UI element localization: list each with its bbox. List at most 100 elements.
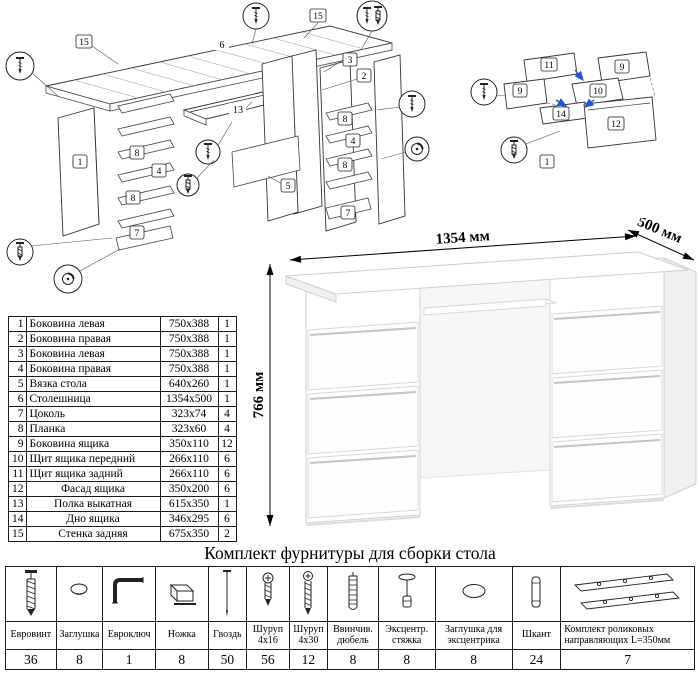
hardware-icons-row: [5, 566, 695, 622]
hardware-qty: 8: [327, 649, 379, 670]
hardware-icon-cell: [207, 566, 248, 622]
part-number: 12: [8, 481, 27, 497]
part-size: 640x260: [159, 376, 219, 392]
hardware-qty: 7: [560, 649, 695, 670]
hardware-name: Шкант: [511, 621, 562, 650]
wood-dowel-icon: [531, 576, 541, 608]
drawer-slides-icon: [573, 573, 680, 610]
hardware-icon-cell: [327, 566, 379, 622]
part-name: Боковина правая: [25, 331, 161, 347]
part-number: 1: [8, 316, 27, 332]
desk-tabletop: [285, 251, 689, 303]
part-label: 7: [340, 205, 356, 220]
part-size: 266x110: [159, 451, 219, 467]
hardware-qty-row: 36 8 1 8 50 56 12 8 8 8 24 7: [5, 649, 695, 670]
hardware-icon-cell: [511, 566, 562, 622]
svg-text:8: 8: [131, 194, 136, 204]
left-drawer-fronts: [307, 321, 419, 519]
part-number: 6: [8, 391, 27, 407]
part-qty: 4: [217, 421, 237, 437]
depth-dimension-label: 500 мм: [635, 218, 684, 247]
hardware-icon-cell: [154, 566, 209, 622]
part-number: 3: [8, 346, 27, 362]
part-label: 8: [337, 157, 353, 172]
part-label: 9: [512, 83, 528, 98]
part-name: Столешница: [25, 391, 161, 407]
hardware-icon-cell: [5, 566, 57, 622]
part-size: 323x74: [159, 406, 219, 422]
hardware-qty: 56: [246, 649, 290, 670]
part-label: 9: [614, 59, 630, 74]
hardware-icon-cell: [434, 566, 513, 622]
svg-text:12: 12: [611, 120, 621, 130]
hardware-qty: 12: [288, 649, 329, 670]
part-name: Вязка стола: [25, 376, 161, 392]
part-label: 8: [337, 111, 353, 126]
part-name: Боковина правая: [25, 361, 161, 377]
part-name: Боковина левая: [25, 346, 161, 362]
part-number: 4: [8, 361, 27, 377]
nail-icon: [223, 570, 232, 617]
svg-text:7: 7: [346, 209, 351, 219]
part-label: 12: [607, 116, 625, 131]
hardware-names-row: Евровинт Заглушка Евроключ Ножка Гвоздь …: [5, 621, 695, 650]
hardware-qty: 24: [511, 649, 562, 670]
part-qty: 6: [217, 511, 237, 527]
part-size: 750x388: [159, 346, 219, 362]
part-label: 1: [72, 154, 88, 169]
hardware-name: Ввинчив. дюбель: [327, 621, 379, 650]
hardware-name: Шуруп 4x16: [246, 621, 290, 650]
desk-knee-back-panel: [419, 265, 551, 479]
left-side-panel-part: [57, 107, 100, 237]
part-number: 5: [8, 376, 27, 392]
hardware-qty: 1: [102, 649, 156, 670]
part-label: 5: [280, 178, 296, 193]
part-label: 14: [552, 106, 570, 121]
hardware-icon-cell: [560, 566, 695, 622]
part-name: Стенка задняя: [25, 526, 161, 542]
part-size: 750x388: [159, 331, 219, 347]
part-number: 11: [8, 466, 27, 482]
part-qty: 1: [217, 496, 237, 512]
hardware-name: Шуруп 4x30: [288, 621, 329, 650]
svg-text:3: 3: [348, 56, 353, 66]
part-size: 615x350: [159, 496, 219, 512]
hardware-kit-title: Комплект фурнитуры для сборки стола: [204, 543, 496, 563]
hardware-qty: 50: [207, 649, 248, 670]
screw-4x30-icon: [303, 571, 314, 615]
part-label: 3: [342, 52, 358, 67]
part-label: 15: [75, 34, 93, 49]
svg-text:5: 5: [286, 182, 291, 192]
part-name: Фасад ящика: [25, 481, 161, 497]
part-qty: 1: [217, 376, 237, 392]
cam-lock-icon: [398, 573, 416, 608]
part-name: Щит ящика передний: [25, 451, 161, 467]
svg-text:4: 4: [157, 167, 162, 177]
svg-text:15: 15: [79, 38, 89, 48]
part-number: 13: [8, 496, 27, 512]
back-tie-panel-part: [231, 135, 301, 188]
svg-text:4: 4: [351, 137, 356, 147]
cam-cap-icon: [462, 584, 486, 598]
height-dimension-label: 766 мм: [251, 372, 267, 419]
part-number: 7: [8, 406, 27, 422]
hex-key-icon: [112, 577, 144, 604]
svg-text:9: 9: [518, 87, 523, 97]
part-label: 8: [129, 145, 145, 160]
part-label: 11: [540, 57, 558, 72]
furniture-foot-icon: [169, 583, 196, 605]
part-label: 8: [125, 190, 141, 205]
hardware-icon-cell: [377, 566, 436, 622]
desk-right-side: [663, 257, 697, 499]
